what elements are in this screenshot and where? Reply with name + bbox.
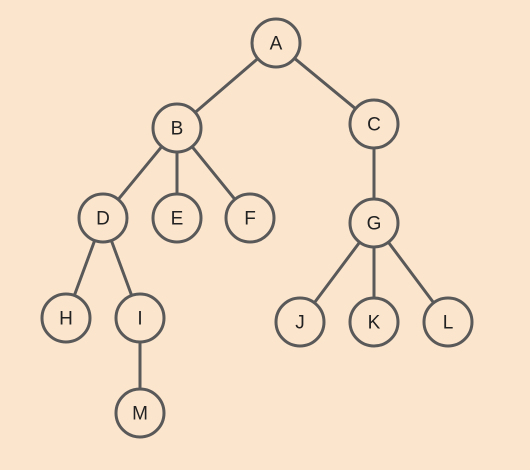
node-label: G (367, 214, 382, 235)
edge-b-f (190, 145, 237, 201)
node-circle (348, 197, 400, 249)
node-circle (250, 17, 302, 69)
node-i: I (114, 292, 166, 344)
node-circle (40, 292, 92, 344)
node-circle (348, 296, 400, 348)
node-label: M (132, 404, 148, 425)
node-l: L (422, 296, 474, 348)
edge-b-d (116, 145, 164, 201)
node-e: E (151, 192, 203, 244)
nodes-layer: A B C D E F G H I J K L M (40, 17, 474, 439)
node-d: D (77, 192, 129, 244)
node-j: J (274, 296, 326, 348)
node-circle (274, 296, 326, 348)
node-k: K (348, 296, 400, 348)
node-label: I (137, 309, 142, 330)
node-label: L (443, 313, 454, 334)
edge-a-b (193, 57, 260, 114)
node-c: C (348, 98, 400, 150)
node-h: H (40, 292, 92, 344)
node-circle (422, 296, 474, 348)
node-label: H (59, 309, 73, 330)
node-circle (114, 387, 166, 439)
node-label: D (96, 209, 110, 230)
node-circle (151, 102, 203, 154)
edge-a-c (292, 56, 358, 111)
node-circle (348, 98, 400, 150)
node-a: A (250, 17, 302, 69)
node-label: J (295, 313, 305, 334)
node-label: C (367, 115, 381, 136)
node-circle (151, 192, 203, 244)
node-circle (224, 192, 276, 244)
node-label: B (171, 119, 184, 140)
node-label: F (244, 209, 256, 230)
edge-d-i (109, 239, 134, 297)
node-circle (114, 292, 166, 344)
edges-layer (72, 56, 436, 391)
edge-g-l (386, 240, 436, 305)
node-m: M (114, 387, 166, 439)
node-g: G (348, 197, 400, 249)
node-label: K (368, 313, 381, 334)
node-label: A (270, 34, 283, 55)
edge-d-h (72, 239, 97, 297)
edge-g-j (312, 240, 362, 305)
node-label: E (171, 209, 184, 230)
node-b: B (151, 102, 203, 154)
node-circle (77, 192, 129, 244)
node-f: F (224, 192, 276, 244)
